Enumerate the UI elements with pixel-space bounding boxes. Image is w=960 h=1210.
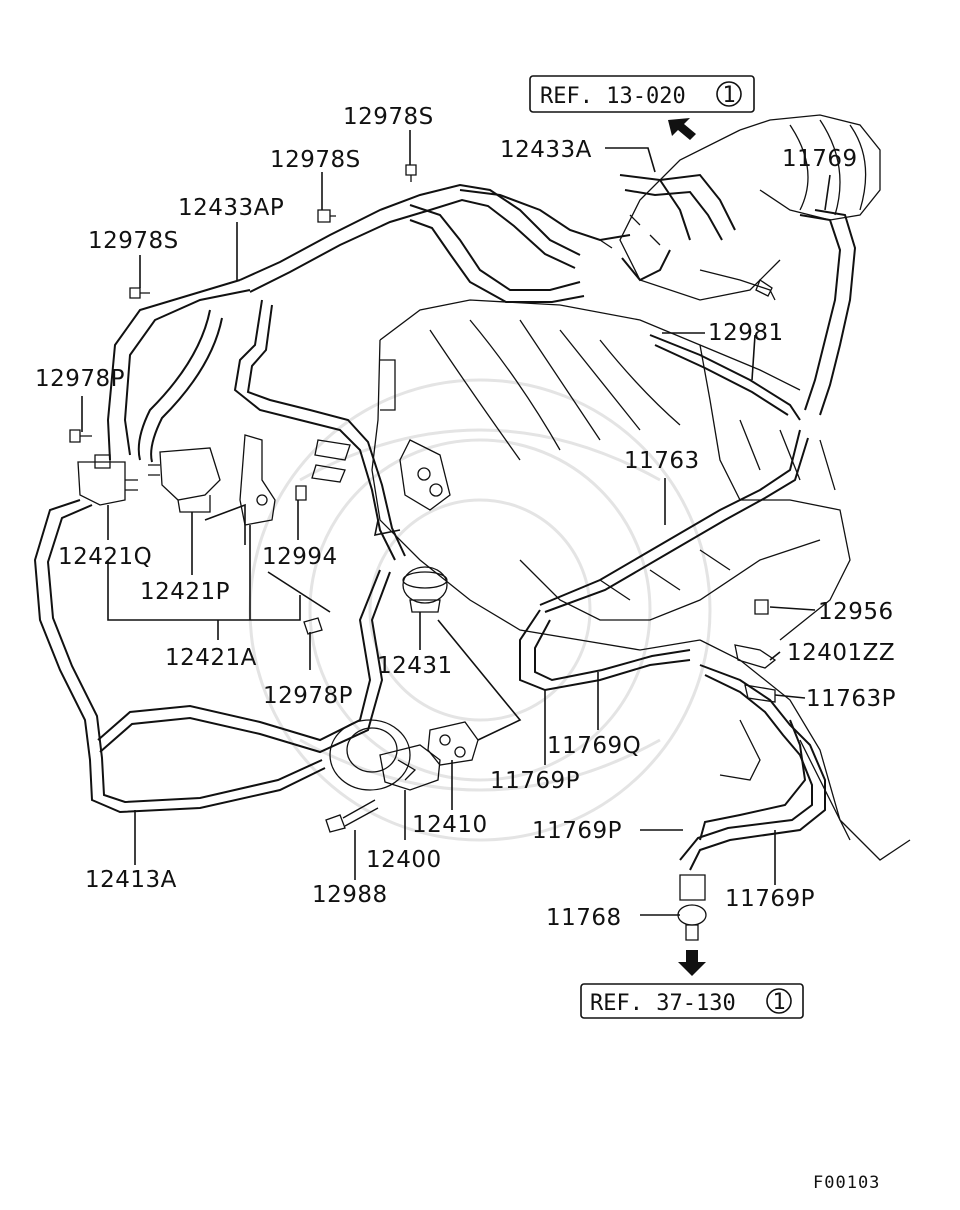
ref-top-text: REF. 13-020 bbox=[540, 84, 686, 109]
label-11768: 11768 bbox=[546, 905, 622, 931]
label-12421A: 12421A bbox=[165, 645, 257, 671]
label-12978P-bottom: 12978P bbox=[263, 683, 353, 709]
label-12401ZZ: 12401ZZ bbox=[787, 640, 895, 666]
throttle-body bbox=[619, 114, 881, 301]
label-11769Q: 11769Q bbox=[547, 733, 641, 759]
label-11763P: 11763P bbox=[806, 686, 896, 712]
arrow-up-left-icon bbox=[668, 118, 696, 140]
egr-valve-12400 bbox=[329, 719, 441, 791]
hose-routing bbox=[33, 173, 857, 871]
clamp-12401ZZ bbox=[734, 644, 777, 669]
ref-bottom-circled-number: 1 bbox=[772, 990, 785, 1015]
ref-top-circled-number: 1 bbox=[722, 83, 735, 108]
clip-12994 bbox=[295, 485, 307, 501]
label-12978S-top: 12978S bbox=[343, 104, 434, 130]
clip-bracket bbox=[311, 439, 351, 483]
label-12433AP: 12433AP bbox=[178, 195, 284, 221]
label-12978P-left: 12978P bbox=[35, 366, 125, 392]
bracket-12421A bbox=[239, 434, 276, 526]
label-11763: 11763 bbox=[624, 448, 700, 474]
arrow-down-icon bbox=[678, 950, 706, 976]
label-12956: 12956 bbox=[818, 599, 894, 625]
bolt-12988 bbox=[325, 799, 379, 833]
label-11769-top: 11769 bbox=[782, 146, 858, 172]
part-labels: 12978S 12978S 12433AP 12978S 12433A 1176… bbox=[35, 104, 896, 931]
label-11769P-left: 11769P bbox=[490, 768, 580, 794]
gasket-12410 bbox=[427, 721, 479, 766]
figure-code: F00103 bbox=[813, 1173, 880, 1193]
bolts bbox=[69, 164, 769, 635]
label-12421Q: 12421Q bbox=[58, 544, 152, 570]
leader-lines bbox=[81, 130, 831, 916]
label-12978S-mid: 12978S bbox=[270, 147, 361, 173]
label-11769P-mid: 11769P bbox=[532, 818, 622, 844]
label-12400: 12400 bbox=[366, 847, 442, 873]
label-12981: 12981 bbox=[708, 320, 784, 346]
solenoid-12421P bbox=[148, 447, 221, 513]
watermark-emblem bbox=[248, 378, 712, 842]
label-12433A: 12433A bbox=[500, 137, 592, 163]
label-12421P: 12421P bbox=[140, 579, 230, 605]
vacuum-valve-12431 bbox=[402, 566, 448, 613]
ref-bottom-text: REF. 37-130 bbox=[590, 991, 736, 1016]
label-11769P-right: 11769P bbox=[725, 886, 815, 912]
label-12994: 12994 bbox=[262, 544, 338, 570]
ref-box-top: REF. 13-020 1 bbox=[529, 75, 755, 113]
sensor-11768 bbox=[677, 874, 707, 941]
label-12978S-left: 12978S bbox=[88, 228, 179, 254]
ref-box-bottom: REF. 37-130 1 bbox=[580, 983, 804, 1019]
label-12431: 12431 bbox=[377, 653, 453, 679]
label-12413A: 12413A bbox=[85, 867, 177, 893]
label-12410: 12410 bbox=[412, 812, 488, 838]
clamp-11763P bbox=[744, 684, 776, 703]
label-12988: 12988 bbox=[312, 882, 388, 908]
solenoid-12421Q bbox=[77, 454, 138, 506]
